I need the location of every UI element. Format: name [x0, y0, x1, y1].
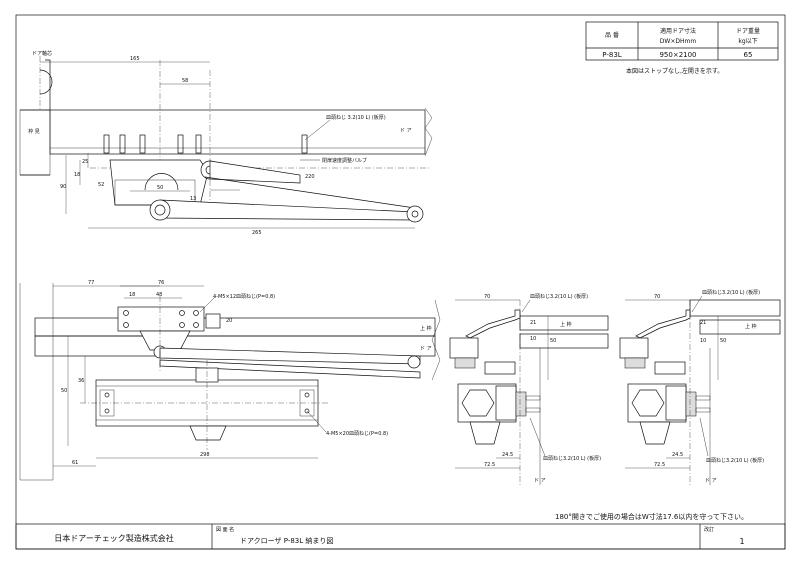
revision-label: 改訂: [704, 526, 714, 533]
dim-front-61: 61: [72, 460, 78, 466]
dim-side-a-50: 50: [550, 338, 556, 344]
spec-header-door-weight-sub: kg以下: [738, 38, 757, 45]
drawing-name: ドアクローザ P-83L 納まり図: [240, 536, 333, 545]
dim-side-a-72-5: 72.5: [484, 462, 495, 468]
dim-top-13: 13: [190, 196, 196, 202]
spec-header-item: 品 番: [605, 32, 619, 39]
label-front-door: ド ア: [420, 346, 432, 352]
label-speed-valve: 閉扉速度調整バルブ: [322, 157, 367, 164]
dim-side-b-70: 70: [654, 294, 660, 300]
dim-side-a-10: 10: [530, 336, 536, 342]
side-view-b: 上 枠 70 50 72.5 24.5 21 10 皿頭ねじ3.2(10 L) …: [619, 289, 781, 485]
drawing-note: 本図はストップなし,左開きを示す。: [626, 67, 723, 75]
label-side-a-upper-frame: 上 枠: [560, 321, 572, 328]
bottom-note: 180°開きでご使用の場合はW寸法17.6以内を守って下さい。: [555, 512, 748, 521]
label-frame: 枠 見: [28, 128, 40, 135]
dim-side-b-24-5: 24.5: [672, 452, 683, 458]
dim-top-25: 25: [82, 159, 88, 165]
dim-side-b-10: 10: [700, 338, 706, 344]
dim-top-18: 18: [74, 172, 80, 178]
label-side-b-screw-top: 皿頭ねじ3.2(10 L) (板厚): [702, 289, 760, 296]
dim-front-20: 20: [226, 318, 232, 324]
dim-side-a-24-5: 24.5: [502, 452, 513, 458]
dim-front-48: 48: [156, 292, 162, 298]
label-screw-top: 皿頭ねじ 3.2(10 L) (板厚): [326, 114, 386, 121]
spec-header-door-size-sub: DW×DHmm: [660, 38, 697, 45]
label-side-a-screw-top: 皿頭ねじ3.2(10 L) (板厚): [530, 293, 588, 300]
label-side-a-door: ド ア: [534, 478, 546, 484]
label-front-upper-frame: 上 枠: [420, 325, 432, 332]
top-view: 枠 見 ドア軸芯 ド ア 165 5: [19, 50, 433, 236]
company-name: 日本ドアーチェック製造株式会社: [54, 533, 174, 543]
dim-top-52: 52: [98, 182, 104, 188]
label-bracket-screw: 4-M5×12皿頭ねじ(P=0.8): [213, 294, 275, 300]
label-door-top: ド ア: [400, 128, 412, 134]
dim-front-76: 76: [158, 280, 164, 286]
dim-side-b-21: 21: [700, 320, 706, 326]
drawing-name-label: 図 面 名: [216, 526, 234, 533]
spec-door-size: 950×2100: [659, 51, 696, 59]
label-body-screw: 4-M5×20皿頭ねじ(P=0.8): [326, 431, 388, 437]
dim-top-90: 90: [60, 184, 66, 190]
side-view-a: 上 枠 70 50 72.5 24.5 21 10 皿頭ねじ3.2(10 L) …: [449, 293, 609, 485]
spec-door-weight: 65: [744, 51, 753, 59]
spec-table: 品 番 適用ドア寸法 DW×DHmm ドア重量 kg以下 P-83L 950×2…: [585, 21, 779, 61]
dim-side-a-70: 70: [484, 294, 490, 300]
label-side-b-screw-bottom: 皿頭ねじ3.2(10 L) (板厚): [706, 457, 764, 464]
label-side-b-upper-frame: 上 枠: [745, 323, 757, 330]
dim-side-b-50: 50: [720, 338, 726, 344]
dim-side-b-72-5: 72.5: [654, 462, 665, 468]
dim-top-165: 165: [130, 56, 140, 62]
sheet-border: [15, 14, 786, 550]
dim-front-50: 50: [61, 388, 67, 394]
spec-header-door-weight: ドア重量: [736, 27, 760, 35]
revision-number: 1: [739, 537, 744, 546]
label-side-a-screw-bottom: 皿頭ねじ3.2(10 L) (板厚): [543, 455, 601, 462]
dim-side-a-21: 21: [530, 320, 536, 326]
dim-top-265: 265: [252, 230, 262, 236]
dim-top-50: 50: [157, 185, 163, 191]
dim-front-36: 36: [78, 378, 84, 384]
dim-top-220: 220: [305, 174, 315, 180]
dim-front-77: 77: [88, 280, 94, 286]
spec-header-door-size: 適用ドア寸法: [660, 27, 696, 35]
dim-front-298: 298: [200, 452, 210, 458]
title-block: 日本ドアーチェック製造株式会社 図 面 名 ドアクローザ P-83L 納まり図 …: [15, 523, 786, 550]
front-view: 上 枠 ド ア 77: [19, 280, 441, 481]
label-side-b-door: ド ア: [705, 478, 717, 484]
spec-model: P-83L: [602, 51, 622, 59]
label-door-axis: ドア軸芯: [32, 50, 52, 57]
dim-front-18: 18: [129, 292, 135, 298]
dim-top-58: 58: [182, 78, 188, 84]
